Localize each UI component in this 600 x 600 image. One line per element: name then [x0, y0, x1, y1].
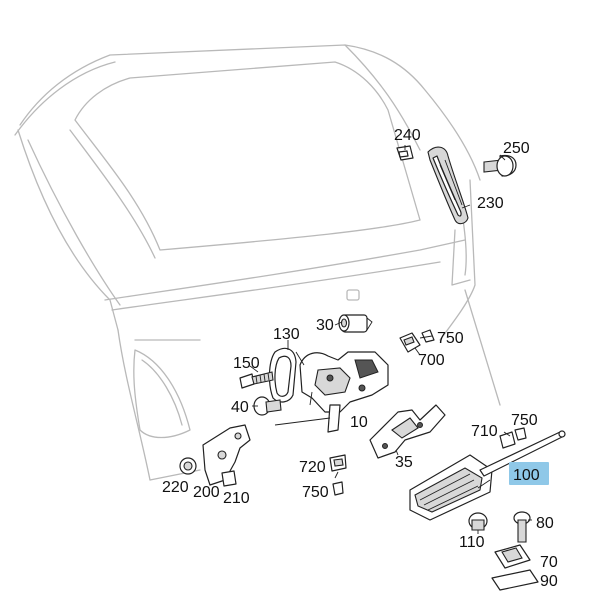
callout-40[interactable]: 40: [231, 399, 249, 416]
part-100-motor: [409, 430, 566, 521]
callout-90[interactable]: 90: [540, 573, 558, 590]
part-750-cap-b: [514, 427, 527, 441]
part-150-bolt: [239, 371, 274, 389]
part-80-bolt: [513, 511, 531, 543]
callout-700[interactable]: 700: [418, 352, 445, 369]
callout-240[interactable]: 240: [394, 127, 421, 144]
callout-220[interactable]: 220: [162, 479, 189, 496]
leader-lines: [249, 145, 532, 534]
callout-200[interactable]: 200: [193, 484, 220, 501]
part-220-grommet: [179, 457, 197, 475]
callout-110[interactable]: 110: [459, 534, 485, 551]
callout-130[interactable]: 130: [273, 326, 300, 343]
part-130-seal: [268, 347, 297, 403]
callout-30[interactable]: 30: [316, 317, 334, 334]
callout-230[interactable]: 230: [477, 195, 504, 212]
part-10-latch: [295, 351, 389, 433]
callout-750-c[interactable]: 750: [302, 484, 329, 501]
callout-100-highlight: [509, 462, 549, 485]
part-750-cap-c: [332, 481, 344, 496]
callout-35[interactable]: 35: [395, 454, 413, 471]
part-250-screw: [483, 154, 517, 177]
callout-100[interactable]: 100: [513, 467, 540, 484]
callout-750-b[interactable]: 750: [511, 412, 538, 429]
part-230-strap: [427, 146, 469, 225]
callout-150[interactable]: 150: [233, 355, 260, 372]
callout-80[interactable]: 80: [536, 515, 554, 532]
part-35-actuator: [369, 404, 446, 459]
callout-250[interactable]: 250: [503, 140, 530, 157]
part-750-cap-a: [421, 329, 435, 343]
part-90-plate: [491, 569, 539, 591]
callout-750-a[interactable]: 750: [437, 330, 464, 347]
callout-10[interactable]: 10: [350, 414, 368, 431]
callout-70[interactable]: 70: [540, 554, 558, 571]
part-210-screw: [221, 470, 237, 487]
part-700-switch: [399, 332, 421, 353]
callout-210[interactable]: 210: [223, 490, 250, 507]
part-70-bumper: [494, 544, 531, 569]
part-240-clip: [396, 145, 414, 161]
callout-710[interactable]: 710: [471, 423, 498, 440]
callout-720[interactable]: 720: [299, 459, 326, 476]
part-710-clip: [499, 431, 516, 449]
part-200-hinge-bracket: [202, 424, 251, 486]
part-110-bolt: [468, 512, 488, 531]
callout-labels: 240 250 230 130 30 750 150 700 40 10 710…: [162, 127, 558, 590]
part-720-bracket: [329, 454, 347, 472]
part-30-lock-cylinder: [338, 314, 373, 333]
